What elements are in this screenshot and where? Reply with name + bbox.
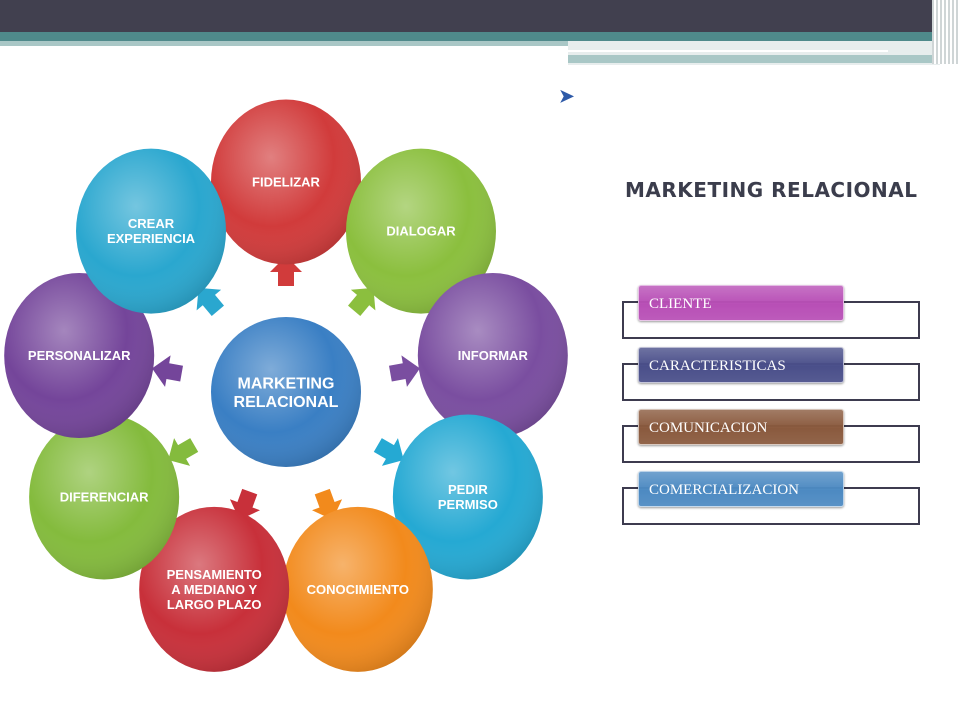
node-shine — [417, 273, 568, 439]
list-item-label: CLIENTE — [638, 285, 844, 321]
list-item: COMERCIALIZACION — [622, 471, 920, 525]
list-item-label: COMERCIALIZACION — [638, 471, 844, 507]
arrow-dialogar — [348, 287, 376, 316]
node-label: DIFERENCIAR — [60, 490, 149, 505]
list-item-label: COMUNICACION — [638, 409, 844, 445]
header-stripe-light — [0, 41, 568, 46]
header-right-edge — [932, 0, 960, 64]
arrow-pedir-permiso — [373, 438, 404, 466]
node-diferenciar: DIFERENCIAR — [29, 414, 180, 580]
node-label: FIDELIZAR — [252, 175, 320, 190]
node-personalizar: PERSONALIZAR — [4, 273, 155, 439]
diagram-arrows — [152, 256, 420, 520]
node-shine — [345, 148, 496, 314]
node-shine — [282, 506, 433, 672]
arrow-fidelizar — [270, 256, 302, 286]
node-label: PERSONALIZAR — [28, 348, 131, 363]
node-shine — [211, 99, 361, 265]
list-item: CARACTERISTICAS — [622, 347, 920, 401]
header-stripe — [0, 32, 940, 41]
arrow-diferenciar — [168, 438, 199, 466]
center-shine — [211, 317, 361, 467]
node-shine — [4, 273, 155, 439]
top-bar — [0, 0, 960, 32]
node-shine — [392, 414, 543, 580]
node-label: CONOCIMIENTO — [307, 582, 409, 597]
header-stripe-line — [568, 50, 888, 52]
bullet-icon: ➤ — [559, 86, 575, 106]
arrow-crear-experiencia — [196, 287, 224, 316]
node-conocimiento: CONOCIMIENTO — [282, 506, 433, 672]
header-stripe-band — [568, 55, 940, 63]
page-title: MARKETING RELACIONAL — [625, 178, 918, 202]
list-item-label: CARACTERISTICAS — [638, 347, 844, 383]
node-dialogar: DIALOGAR — [345, 148, 496, 314]
list-item: COMUNICACION — [622, 409, 920, 463]
node-fidelizar: FIDELIZAR — [211, 99, 361, 265]
arrow-informar — [389, 355, 420, 387]
node-shine — [29, 414, 180, 580]
node-label: INFORMAR — [458, 348, 529, 363]
node-shine — [76, 148, 227, 314]
node-shine — [139, 506, 290, 672]
list-item: CLIENTE — [622, 285, 920, 339]
node-label: DIALOGAR — [386, 224, 456, 239]
arrow-personalizar — [152, 355, 183, 387]
node-informar: INFORMAR — [417, 273, 568, 439]
